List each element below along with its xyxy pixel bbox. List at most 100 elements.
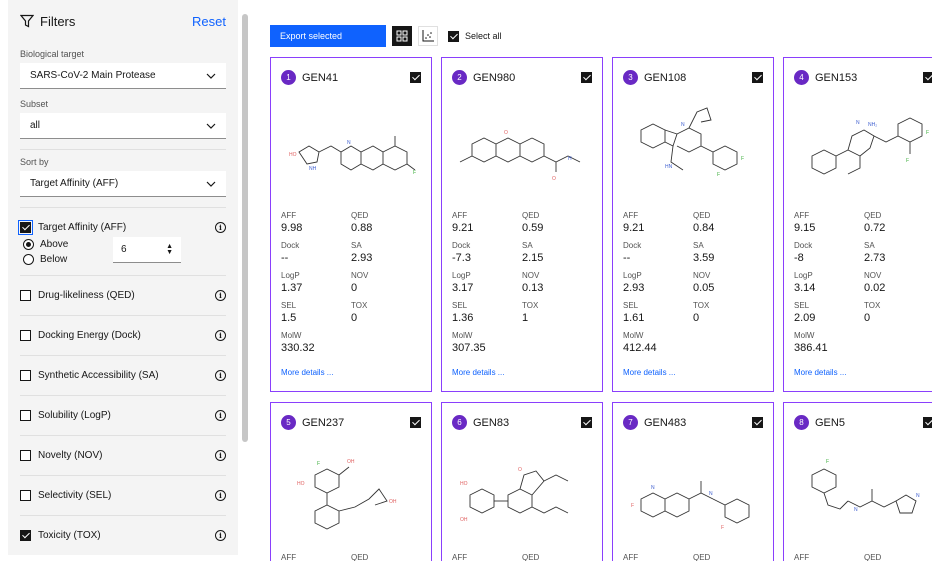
filter-icon [20,14,34,28]
select-all[interactable]: Select all [448,30,502,42]
svg-text:F: F [631,503,634,509]
property-label: AFF [623,211,639,220]
criterion-tox: Toxicity (TOX) i [20,516,226,555]
tox-checkbox[interactable] [20,530,31,541]
property-label: QED [864,553,882,561]
rank-badge: 8 [794,415,809,430]
property-value: 1.37 [281,282,303,294]
molecule-name: GEN83 [473,416,510,429]
toolbar: Export selected Select all [270,25,502,47]
card-select-checkbox[interactable] [410,72,421,83]
more-details-link[interactable]: More details ... [794,368,847,377]
svg-text:F: F [721,525,724,531]
reset-button[interactable]: Reset [192,13,226,29]
card-select-checkbox[interactable] [752,72,763,83]
scatter-view-button[interactable] [418,26,438,46]
qed-checkbox[interactable] [20,290,31,301]
property-label: AFF [281,211,297,220]
property-value: 3.14 [794,282,816,294]
above-radio[interactable]: Above [23,237,226,252]
card-select-checkbox[interactable] [923,72,932,83]
card-select-checkbox[interactable] [581,72,592,83]
info-icon[interactable]: i [215,490,226,501]
property-label: MolW [281,331,302,340]
svg-text:HO: HO [289,152,297,158]
filters-title-text: Filters [40,13,76,29]
grid-icon [396,30,408,42]
property-label: SEL [623,301,639,310]
more-details-link[interactable]: More details ... [452,368,505,377]
card-select-checkbox[interactable] [581,417,592,428]
sort-label: Sort by [20,157,49,167]
dock-checkbox[interactable] [20,330,31,341]
sa-checkbox[interactable] [20,370,31,381]
nov-checkbox[interactable] [20,450,31,461]
property-dock: Dock-- [281,241,351,271]
info-icon[interactable]: i [215,530,226,541]
logp-checkbox[interactable] [20,410,31,421]
sort-select[interactable]: Target Affinity (AFF) [20,171,226,197]
property-label: SA [522,241,533,250]
info-icon[interactable]: i [215,222,226,233]
below-radio[interactable]: Below [23,252,226,267]
sel-checkbox[interactable] [20,490,31,501]
export-selected-button[interactable]: Export selected [270,25,386,47]
property-label: SEL [281,301,297,310]
threshold-input[interactable]: 6 ▲▼ [113,237,181,263]
more-details-link[interactable]: More details ... [623,368,676,377]
card-select-checkbox[interactable] [752,417,763,428]
molecule-name: GEN153 [815,71,858,84]
property-value: 9.21 [452,222,474,234]
property-value: 0 [864,312,871,324]
property-value: 2.15 [522,252,544,264]
property-value: -- [281,252,289,264]
criterion-nov: Novelty (NOV) i [20,436,226,476]
property-dock: Dock-7.3 [452,241,522,271]
grid-view-button[interactable] [392,26,412,46]
threshold-value: 6 [121,244,127,255]
sidebar-scrollbar[interactable] [242,14,248,442]
criterion-label: Novelty (NOV) [38,450,103,461]
property-value: 412.44 [623,342,657,354]
svg-text:O: O [552,176,556,182]
target-select[interactable]: SARS-CoV-2 Main Protease [20,63,226,89]
info-icon[interactable]: i [215,330,226,341]
aff-checkbox[interactable] [18,220,33,235]
filters-title: Filters [20,14,75,29]
svg-text:F: F [926,130,929,136]
info-icon[interactable]: i [215,450,226,461]
info-icon[interactable]: i [215,410,226,421]
stepper-icon[interactable]: ▲▼ [166,242,173,256]
info-icon[interactable]: i [215,290,226,301]
select-all-checkbox[interactable] [448,30,459,42]
card-select-checkbox[interactable] [923,417,932,428]
criterion-aff: Target Affinity (AFF) i Above Below 6 ▲▼ [18,208,226,276]
criterion-label: Target Affinity (AFF) [38,222,127,233]
svg-text:OH: OH [460,517,468,523]
card-select-checkbox[interactable] [410,417,421,428]
property-value: 386.41 [794,342,828,354]
subset-select[interactable]: all [20,113,226,139]
chevron-down-icon [206,123,216,129]
more-details-link[interactable]: More details ... [281,368,334,377]
info-icon[interactable]: i [215,370,226,381]
